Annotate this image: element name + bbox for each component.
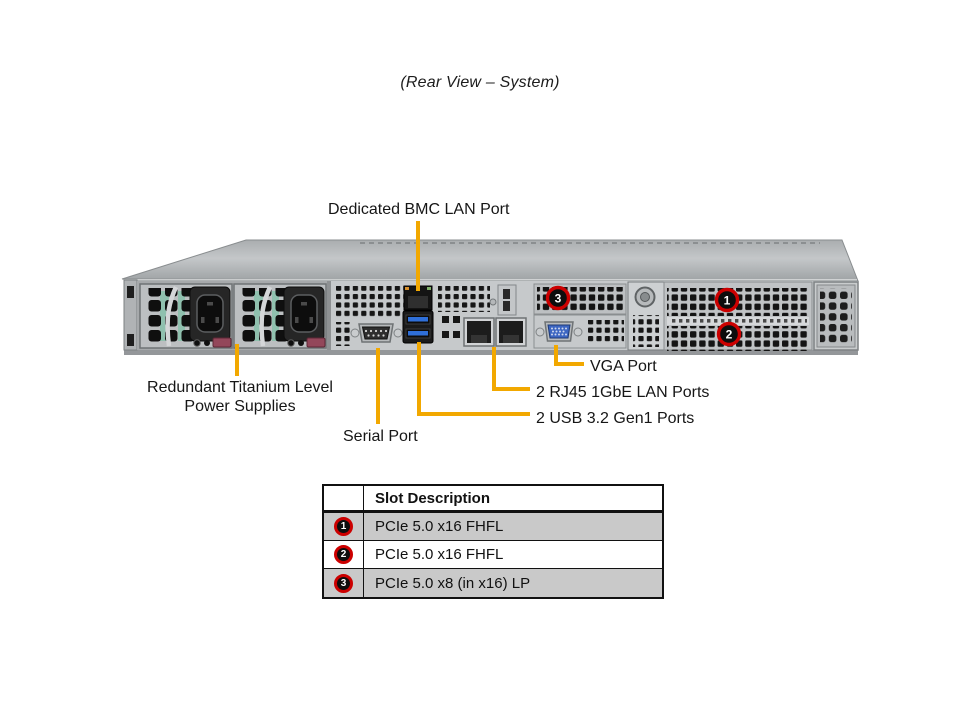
- callout-line-lan: [492, 347, 530, 391]
- slot-badge-2: 2: [334, 545, 353, 564]
- right-vent-module: [813, 281, 859, 351]
- callout-label-bmc-lan: Dedicated BMC LAN Port: [328, 201, 510, 218]
- chassis-badge-3: 3: [545, 285, 571, 311]
- callout-line-usb: [417, 342, 530, 416]
- table-header-badge-cell: [324, 486, 364, 510]
- psu-module-2: [234, 284, 326, 348]
- chassis-badge-1: 1: [714, 287, 740, 313]
- callout-label-lan: 2 RJ45 1GbE LAN Ports: [536, 384, 710, 401]
- serial-port: [350, 323, 403, 343]
- callout-line-vga: [554, 345, 584, 366]
- usb-ports: [402, 310, 434, 344]
- chassis-badge-2-number: 2: [726, 328, 733, 342]
- slot-badge-3: 3: [334, 573, 353, 593]
- callout-label-vga: VGA Port: [590, 358, 657, 375]
- slot-desc-3: PCIe 5.0 x8 (in x16) LP: [375, 574, 531, 592]
- callout-label-psu-line1: Redundant Titanium Level: [147, 379, 333, 396]
- io-bracket: [497, 284, 517, 316]
- table-header-title: Slot Description: [375, 489, 491, 507]
- expansion-area: [533, 281, 859, 351]
- vent-grid: [336, 286, 404, 318]
- table-row: 2 PCIe 5.0 x16 FHFL: [324, 541, 662, 569]
- psu-module-1: [140, 284, 232, 348]
- callout-lines: [235, 221, 584, 424]
- screw: [489, 298, 497, 306]
- chassis-badge-3-number: 3: [555, 292, 562, 306]
- callout-label-usb: 2 USB 3.2 Gen1 Ports: [536, 410, 695, 427]
- chassis-badge-2: 2: [716, 321, 742, 347]
- vga-port: [535, 321, 583, 342]
- page-title: (Rear View – System): [400, 74, 560, 91]
- slot-desc-1: PCIe 5.0 x16 FHFL: [375, 518, 504, 535]
- callout-label-psu: Redundant Titanium Level Power Supplies: [118, 378, 362, 416]
- callout-label-serial: Serial Port: [343, 428, 418, 445]
- callout-label-psu-line2: Power Supplies: [184, 398, 296, 415]
- table-header-row: Slot Description: [324, 486, 662, 513]
- chassis-slot-badges: 3 1 2: [545, 285, 742, 347]
- slot-description-table: Slot Description 1 PCIe 5.0 x16 FHFL 2 P…: [322, 484, 664, 599]
- chassis-badge-1-number: 1: [724, 294, 731, 308]
- slot-badge-1: 1: [334, 517, 353, 536]
- center-bracket: [627, 281, 665, 351]
- io-plate: [336, 284, 527, 347]
- slot-desc-2: PCIe 5.0 x16 FHFL: [375, 546, 504, 563]
- table-row: 3 PCIe 5.0 x8 (in x16) LP: [324, 569, 662, 597]
- chassis-lid: [121, 239, 859, 282]
- table-row: 1 PCIe 5.0 x16 FHFL: [324, 513, 662, 541]
- rj45-lan-ports: [463, 317, 527, 347]
